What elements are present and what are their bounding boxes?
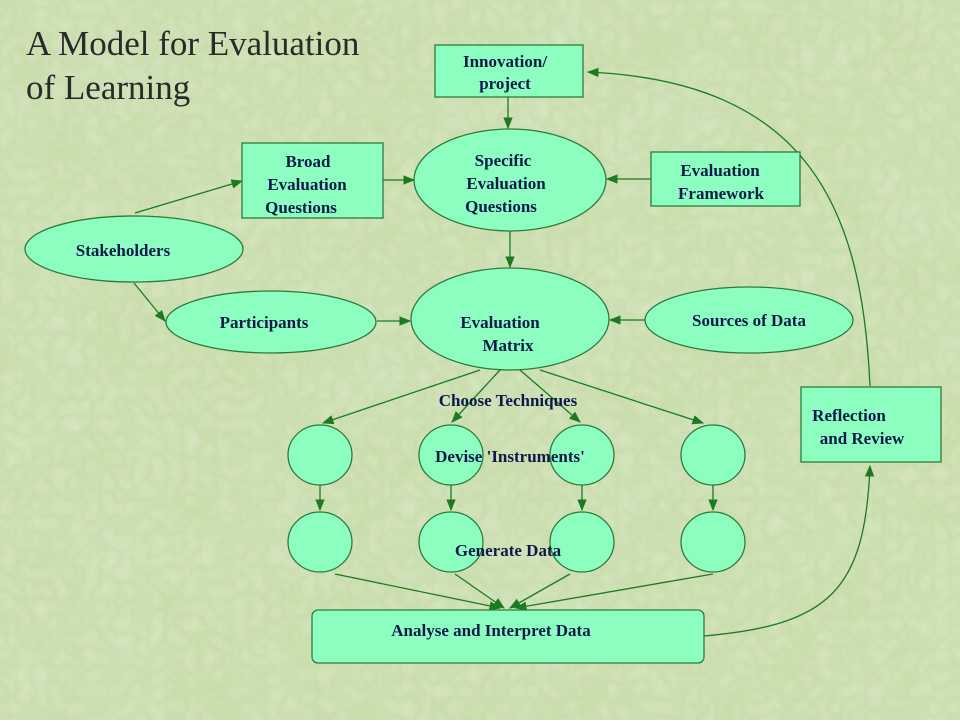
edge-data-2-to-analyse [454, 573, 505, 609]
framework-box [650, 151, 801, 207]
edge-stakeholders-to-participants [133, 282, 166, 322]
edge-matrix-to-technique-4 [539, 369, 705, 425]
edge-matrix-to-technique-2 [451, 369, 501, 423]
analyse-box [311, 609, 705, 664]
broad-label-line-2: Evaluation [267, 175, 347, 194]
reflection-label-line-2: and Review [820, 429, 905, 448]
edge-data-3-to-analyse [508, 573, 571, 609]
participants-ellipse [165, 290, 377, 354]
matrix-label-line-1: Evaluation [460, 313, 540, 332]
edges [133, 67, 875, 637]
participants-label: Participants [220, 313, 309, 332]
step-label-devise-instruments: Devise 'Instruments' [435, 447, 585, 466]
node-innovation-project: Innovation/ project [434, 44, 584, 98]
specific-questions-ellipse [413, 128, 607, 232]
innovation-box [434, 44, 584, 98]
innovation-label-line-1: Innovation/ [463, 52, 547, 71]
instrument-circle-1 [287, 424, 353, 486]
data-circle-3 [549, 511, 615, 573]
node-specific-evaluation-questions: Specific Evaluation Questions [413, 128, 607, 232]
instrument-circle-3 [549, 424, 615, 486]
reflection-label-line-1: Reflection [812, 406, 886, 425]
broad-label-line-3: Questions [265, 198, 337, 217]
broad-questions-box [241, 142, 384, 219]
innovation-label-line-2: project [479, 74, 531, 93]
framework-label-line-1: Evaluation [680, 161, 760, 180]
edge-matrix-to-technique-3 [519, 369, 581, 423]
analyse-label: Analyse and Interpret Data [391, 621, 591, 640]
specific-label-line-2: Evaluation [466, 174, 546, 193]
node-broad-evaluation-questions: Broad Evaluation Questions [241, 142, 384, 219]
edge-stakeholders-to-broad [134, 179, 244, 214]
instrument-circles [287, 424, 746, 486]
stakeholders-label: Stakeholders [76, 241, 171, 260]
diagram-title: A Model for Evaluation of Learning [26, 24, 359, 107]
edge-analyse-to-reflection [703, 464, 875, 637]
data-circle-1 [287, 511, 353, 573]
instrument-circle-2 [418, 424, 484, 486]
stakeholders-ellipse [24, 215, 244, 283]
node-participants: Participants [165, 290, 377, 354]
node-analyse-and-interpret: Analyse and Interpret Data [311, 609, 705, 664]
title-line-1: A Model for Evaluation [26, 24, 359, 63]
node-evaluation-framework: Evaluation Framework [650, 151, 801, 207]
matrix-ellipse [410, 267, 610, 371]
node-stakeholders: Stakeholders [24, 215, 244, 283]
edge-data-4-to-analyse [514, 573, 714, 611]
title-line-2: of Learning [26, 68, 190, 107]
data-circle-4 [680, 511, 746, 573]
data-circles [287, 511, 746, 573]
specific-label-line-1: Specific [475, 151, 532, 170]
node-sources-of-data: Sources of Data [644, 286, 854, 354]
edge-reflection-to-innovation [586, 67, 871, 387]
step-label-choose-techniques: Choose Techniques [439, 391, 578, 410]
sources-label: Sources of Data [692, 311, 806, 330]
edge-matrix-to-technique-1 [321, 369, 481, 425]
node-reflection-and-review: Reflection and Review [800, 386, 942, 463]
framework-label-line-2: Framework [678, 184, 764, 203]
data-circle-2 [418, 511, 484, 573]
specific-label-line-3: Questions [465, 197, 537, 216]
reflection-box [800, 386, 942, 463]
sources-ellipse [644, 286, 854, 354]
node-evaluation-matrix: Evaluation Matrix [410, 267, 610, 371]
step-label-generate-data: Generate Data [455, 541, 562, 560]
edge-data-1-to-analyse [334, 573, 502, 611]
matrix-label-line-2: Matrix [483, 336, 534, 355]
broad-label-line-1: Broad [285, 152, 331, 171]
instrument-circle-4 [680, 424, 746, 486]
